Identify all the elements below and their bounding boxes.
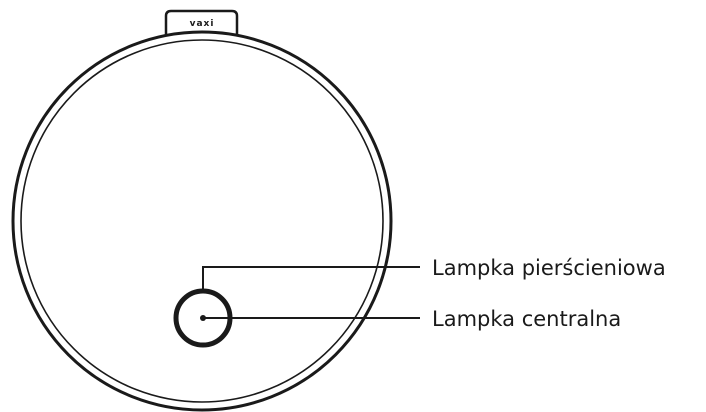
device-outer-rim <box>11 30 393 412</box>
brand-logo-text: vaxi <box>190 19 215 29</box>
device-inner-rim <box>20 39 384 403</box>
ring-light-label: Lampka pierścieniowa <box>432 256 666 280</box>
ring-light-leader-line <box>202 266 420 291</box>
brand-badge: vaxi <box>180 14 224 30</box>
center-light-label: Lampka centralna <box>432 307 621 331</box>
